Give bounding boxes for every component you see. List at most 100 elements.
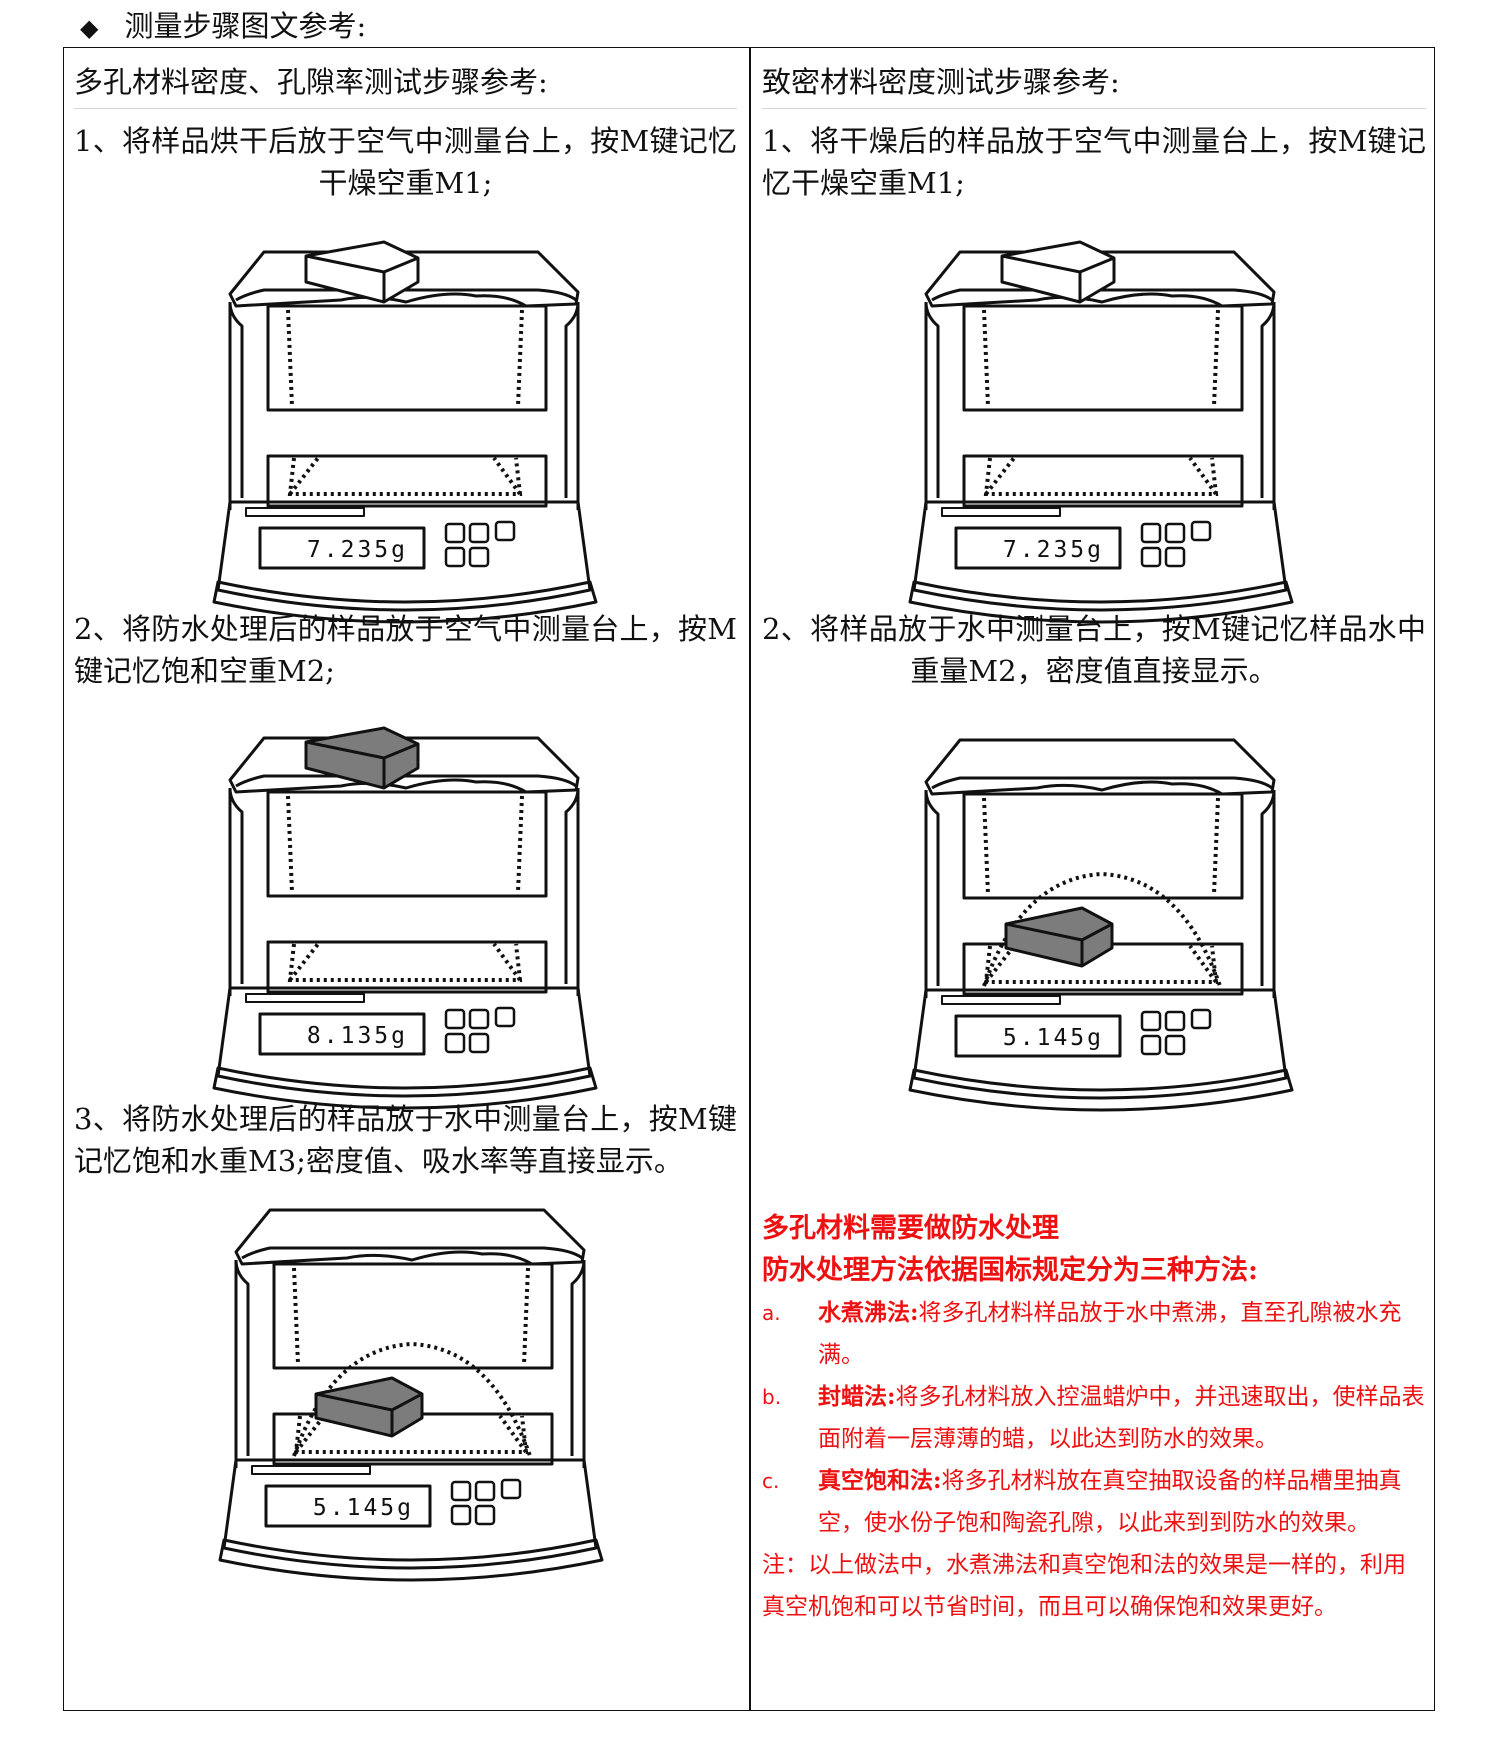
lower-chamber — [266, 454, 548, 508]
hanger-right — [516, 309, 524, 407]
basket-strut-left — [288, 456, 320, 496]
sample-block — [304, 240, 420, 304]
waterproof-footnote: 注：以上做法中，水煮沸法和真空饱和法的效果是一样的，利用真空机饱和可以节省时间，… — [762, 1552, 1406, 1620]
hanger-left — [982, 797, 990, 895]
basket-strut-left — [984, 456, 1016, 496]
base-foot — [212, 580, 598, 624]
porous-material-column: 多孔材料密度、孔隙率测试步骤参考: 1、将样品烘干后放于空气中测量台上，按M键记… — [74, 48, 737, 1710]
method-c-marker: c. — [762, 1469, 780, 1493]
keypad-button-3 — [494, 520, 516, 542]
weight-display — [954, 1014, 1122, 1058]
sample-block — [304, 726, 420, 790]
base-body — [216, 500, 592, 612]
basket-strut-left — [288, 942, 320, 982]
hanger-right — [1212, 309, 1220, 407]
platform-rim — [241, 1246, 583, 1260]
method-a: a.水煮沸法:将多孔材料样品放于水中煮沸，直至孔隙被水充满。 — [762, 1292, 1426, 1376]
base-foot — [218, 1538, 604, 1582]
weight-readout: 5.145g — [313, 1495, 414, 1521]
keypad-button-5 — [474, 1504, 496, 1526]
porous-step-1-text: 1、将样品烘干后放于空气中测量台上，按M键记忆干燥空重M1; — [74, 124, 737, 200]
method-c-desc: 将多孔材料放在真空抽取设备的样品槽里抽真空，使水份子饱和陶瓷孔隙，以此来到到防水… — [818, 1468, 1402, 1536]
water-basket — [287, 457, 523, 496]
frame-sides — [228, 302, 580, 510]
method-a-name: 水煮沸法: — [818, 1299, 919, 1326]
section-heading: ◆测量步骤图文参考: — [80, 6, 366, 48]
top-platform — [234, 1208, 586, 1266]
hanger-left — [982, 309, 990, 407]
water-basket — [287, 943, 523, 982]
weight-display — [264, 1484, 432, 1528]
porous-column-title: 多孔材料密度、孔隙率测试步骤参考: — [74, 62, 737, 109]
hanger-right — [1212, 797, 1220, 895]
frame-inner-curve — [228, 301, 580, 498]
keypad-button-2 — [1164, 1010, 1186, 1032]
basket-strut-right — [1188, 944, 1218, 984]
keypad-button-4 — [1140, 546, 1162, 568]
method-b-name: 封蜡法: — [818, 1383, 896, 1410]
weight-readout: 7.235g — [307, 537, 408, 563]
weight-readout: 5.145g — [1003, 1025, 1104, 1051]
lower-chamber — [266, 940, 548, 994]
method-a-desc: 将多孔材料样品放于水中煮沸，直至孔隙被水充满。 — [818, 1300, 1402, 1368]
hanger-left — [286, 309, 294, 407]
basket-strut-left — [294, 1414, 326, 1454]
keypad-button-4 — [444, 546, 466, 568]
frame-inner-curve — [924, 789, 1276, 986]
weight-readout: 7.235g — [1003, 537, 1104, 563]
keypad-button-4 — [444, 1032, 466, 1054]
method-c-name: 真空饱和法: — [818, 1467, 942, 1494]
base-body — [912, 988, 1288, 1100]
keypad-button-3 — [1190, 1008, 1212, 1030]
sample-block-edges — [1001, 254, 1115, 302]
sample-block-edges — [305, 254, 419, 302]
weight-readout: 8.135g — [307, 1023, 408, 1049]
keypad-button-4 — [450, 1504, 472, 1526]
basket-strut-right — [498, 1414, 528, 1454]
scale-illustration-porous-step-3: 5.145g — [218, 1208, 604, 1582]
waterproof-notes: 多孔材料需要做防水处理 防水处理方法依据国标规定分为三种方法: a.水煮沸法:将… — [762, 1208, 1426, 1628]
keypad-button-5 — [468, 1032, 490, 1054]
base-foot — [908, 1068, 1294, 1112]
top-platform — [924, 738, 1276, 796]
basket-strut-right — [492, 942, 522, 982]
dense-step-2-text: 2、将样品放于水中测量台上，按M键记忆样品水中重量M2，密度值直接显示。 — [762, 612, 1426, 688]
upper-chamber — [266, 304, 548, 412]
column-divider — [749, 48, 751, 1710]
method-c: c. 真空饱和法:将多孔材料放在真空抽取设备的样品槽里抽真空，使水份子饱和陶瓷孔隙… — [762, 1460, 1426, 1544]
upper-chamber — [962, 792, 1244, 900]
keypad-button-1 — [1140, 522, 1162, 544]
steps-table: 多孔材料密度、孔隙率测试步骤参考: 1、将样品烘干后放于空气中测量台上，按M键记… — [63, 47, 1435, 1711]
frame-sides — [924, 790, 1276, 998]
porous-step-3-text: 3、将防水处理后的样品放于水中测量台上，按M键记忆饱和水重M3;密度值、吸水率等… — [74, 1102, 737, 1178]
scale-illustration-dense-step-1: 7.235g — [908, 240, 1294, 624]
sample-block-edges — [1005, 922, 1113, 966]
basket-strut-right — [492, 456, 522, 496]
upper-chamber — [266, 790, 548, 898]
method-b-marker: b. — [762, 1385, 782, 1409]
sample-block-submerged — [1004, 906, 1114, 968]
platform-rim — [235, 288, 577, 302]
platform-rim — [931, 776, 1273, 790]
hanger-left — [292, 1267, 300, 1365]
weight-display — [954, 526, 1122, 570]
level-strip — [941, 995, 1061, 1005]
scale-illustration-porous-step-1: 7.235g — [212, 240, 598, 624]
keypad-button-2 — [468, 1008, 490, 1030]
keypad-button-1 — [444, 522, 466, 544]
base-foot — [212, 1066, 598, 1110]
level-strip — [245, 993, 365, 1003]
sample-block — [1000, 240, 1116, 304]
waterproof-note-line-2: 防水处理方法依据国标规定分为三种方法: — [762, 1255, 1258, 1286]
dense-material-column: 致密材料密度测试步骤参考: 1、将干燥后的样品放于空气中测量台上，按M键记忆干燥… — [762, 48, 1426, 1710]
keypad-button-3 — [494, 1006, 516, 1028]
frame-inner-curve — [234, 1259, 586, 1456]
base-body — [216, 986, 592, 1098]
upper-chamber — [962, 304, 1244, 412]
section-heading-text: 测量步骤图文参考: — [124, 9, 367, 43]
platform-rim — [235, 774, 577, 788]
scale-illustration-dense-step-2: 5.145g — [908, 738, 1294, 1112]
keypad-button-5 — [1164, 546, 1186, 568]
scale-illustration-porous-step-2: 8.135g — [212, 726, 598, 1110]
sample-block-edges — [315, 1392, 423, 1436]
